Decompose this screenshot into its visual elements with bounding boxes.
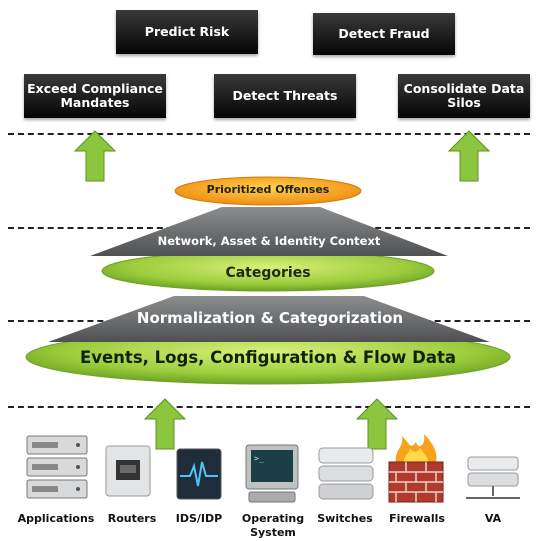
switches-label: Switches [317, 512, 373, 525]
predict-risk-label: Predict Risk [144, 24, 230, 39]
ids-idp-label: IDS/IDP [175, 512, 223, 525]
up-arrow-icon [74, 130, 116, 182]
up-arrow-icon [448, 130, 490, 182]
firewall-icon [388, 434, 444, 503]
ids-idp-monitor-icon [176, 448, 222, 500]
operating-system-computer-icon: >_ [245, 444, 299, 503]
normalization-label: Normalization & Categorization [136, 309, 404, 327]
switch-storage-icon [318, 447, 374, 500]
predict-risk-box: Predict Risk [116, 10, 258, 54]
up-arrow-icon [356, 398, 398, 450]
exceed-compliance-box: Exceed Compliance Mandates [24, 74, 166, 118]
context-trapezoid [90, 207, 448, 256]
consolidate-data-box: Consolidate Data Silos [398, 74, 530, 118]
separator-line-4 [8, 406, 530, 408]
routers-label: Routers [107, 512, 157, 525]
router-port-icon [105, 445, 151, 497]
offenses-disc [174, 176, 362, 206]
prioritized-offenses-label: Prioritized Offenses [206, 183, 330, 196]
va-server-icon [466, 456, 520, 499]
exceed-compliance-label: Exceed Compliance Mandates [27, 81, 163, 110]
va-label: VA [484, 512, 502, 525]
applications-label: Applications [17, 512, 95, 525]
firewalls-label: Firewalls [389, 512, 445, 525]
context-label: Network, Asset & Identity Context [157, 234, 381, 248]
detect-fraud-label: Detect Fraud [338, 26, 430, 41]
normalization-trapezoid [48, 296, 490, 342]
up-arrow-icon [144, 398, 186, 450]
categories-label: Categories [225, 265, 311, 281]
separator-line-1 [8, 133, 530, 135]
consolidate-data-label: Consolidate Data Silos [403, 81, 525, 110]
detect-threats-box: Detect Threats [214, 74, 356, 118]
applications-server-icon [26, 435, 88, 499]
pyramid-graphic [25, 176, 511, 385]
events-label: Events, Logs, Configuration & Flow Data [79, 348, 457, 367]
operating-system-label: Operating System [241, 512, 305, 539]
detect-threats-label: Detect Threats [232, 88, 338, 103]
svg-text:>_: >_ [254, 454, 264, 463]
detect-fraud-box: Detect Fraud [313, 13, 455, 55]
